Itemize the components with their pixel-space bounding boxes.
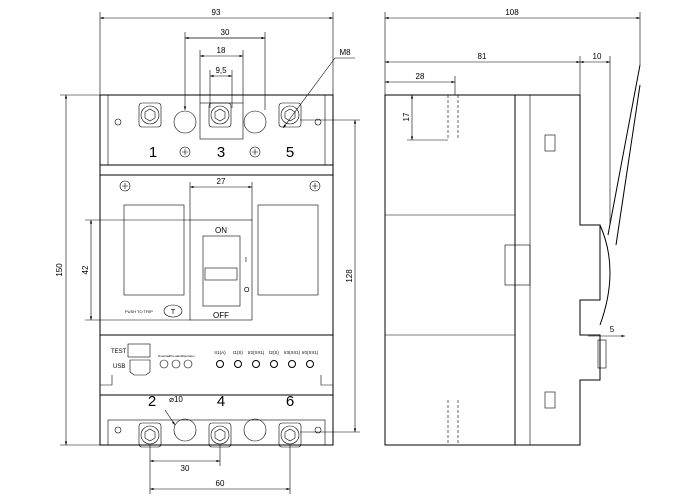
dim-m8: M8 [339,48,351,57]
handle-on-label: ON [215,226,227,235]
setting-t2: t2(S) [269,350,279,355]
push-to-trip-label: PUSH TO TRIP [125,309,153,314]
indicator-overload: Overload [158,354,171,358]
dim-30-top: 30 [221,28,230,37]
dim-30-bottom: 30 [181,464,190,473]
dim-18: 18 [217,46,226,55]
test-label: TEST [111,349,127,355]
dim-60: 60 [216,479,225,488]
dim-28: 28 [416,72,425,81]
dim-150: 150 [55,263,64,277]
dim-108: 108 [505,8,519,17]
setting-dials[interactable] [216,360,314,368]
indicator-operation: Operation [181,354,195,358]
terminal-3: 3 [217,144,225,161]
handle-off-label: OFF [213,311,229,320]
dim-42: 42 [81,265,90,274]
usb-label: USB [113,364,125,370]
trip-button-label: T [171,309,176,316]
dim-81: 81 [478,52,487,61]
terminal-1: 1 [149,144,157,161]
dim-27: 27 [217,177,226,186]
dim-10: 10 [593,52,602,61]
dim-diameter-10: ⌀10 [169,395,183,404]
dim-128: 128 [345,269,354,283]
dim-17: 17 [402,112,411,121]
setting-ir1: Ir1(A) [214,350,226,355]
dim-5: 5 [610,325,615,334]
side-view [384,64,641,446]
side-dimensions: 108 81 10 28 17 5 [384,8,641,338]
setting-ir0: Ir0(XIr1) [302,350,319,355]
setting-t1: t1(S) [233,350,243,355]
on-symbol: I [245,257,247,264]
test-button[interactable] [127,343,151,358]
setting-ir2: Ir2(XIr1) [248,350,265,355]
front-dimensions: 93 30 18 9,5 M8 150 42 128 27 ⌀10 30 60 [55,8,360,494]
terminal-6: 6 [286,393,294,410]
usb-port[interactable] [129,359,151,376]
front-view: 1 3 5 ON OFF I O PUSH TO TRIP T TEST USB… [99,94,334,448]
terminal-4: 4 [217,393,225,410]
dim-93: 93 [212,8,221,17]
setting-ir3: Ir3(XIr1) [284,350,301,355]
terminal-5: 5 [286,144,294,161]
terminal-2: 2 [148,393,156,410]
indicator-prealarm: Pre-alarm [169,354,183,358]
off-symbol: O [244,287,250,294]
dim-9-5: 9,5 [215,66,227,75]
trip-button[interactable] [163,304,183,318]
